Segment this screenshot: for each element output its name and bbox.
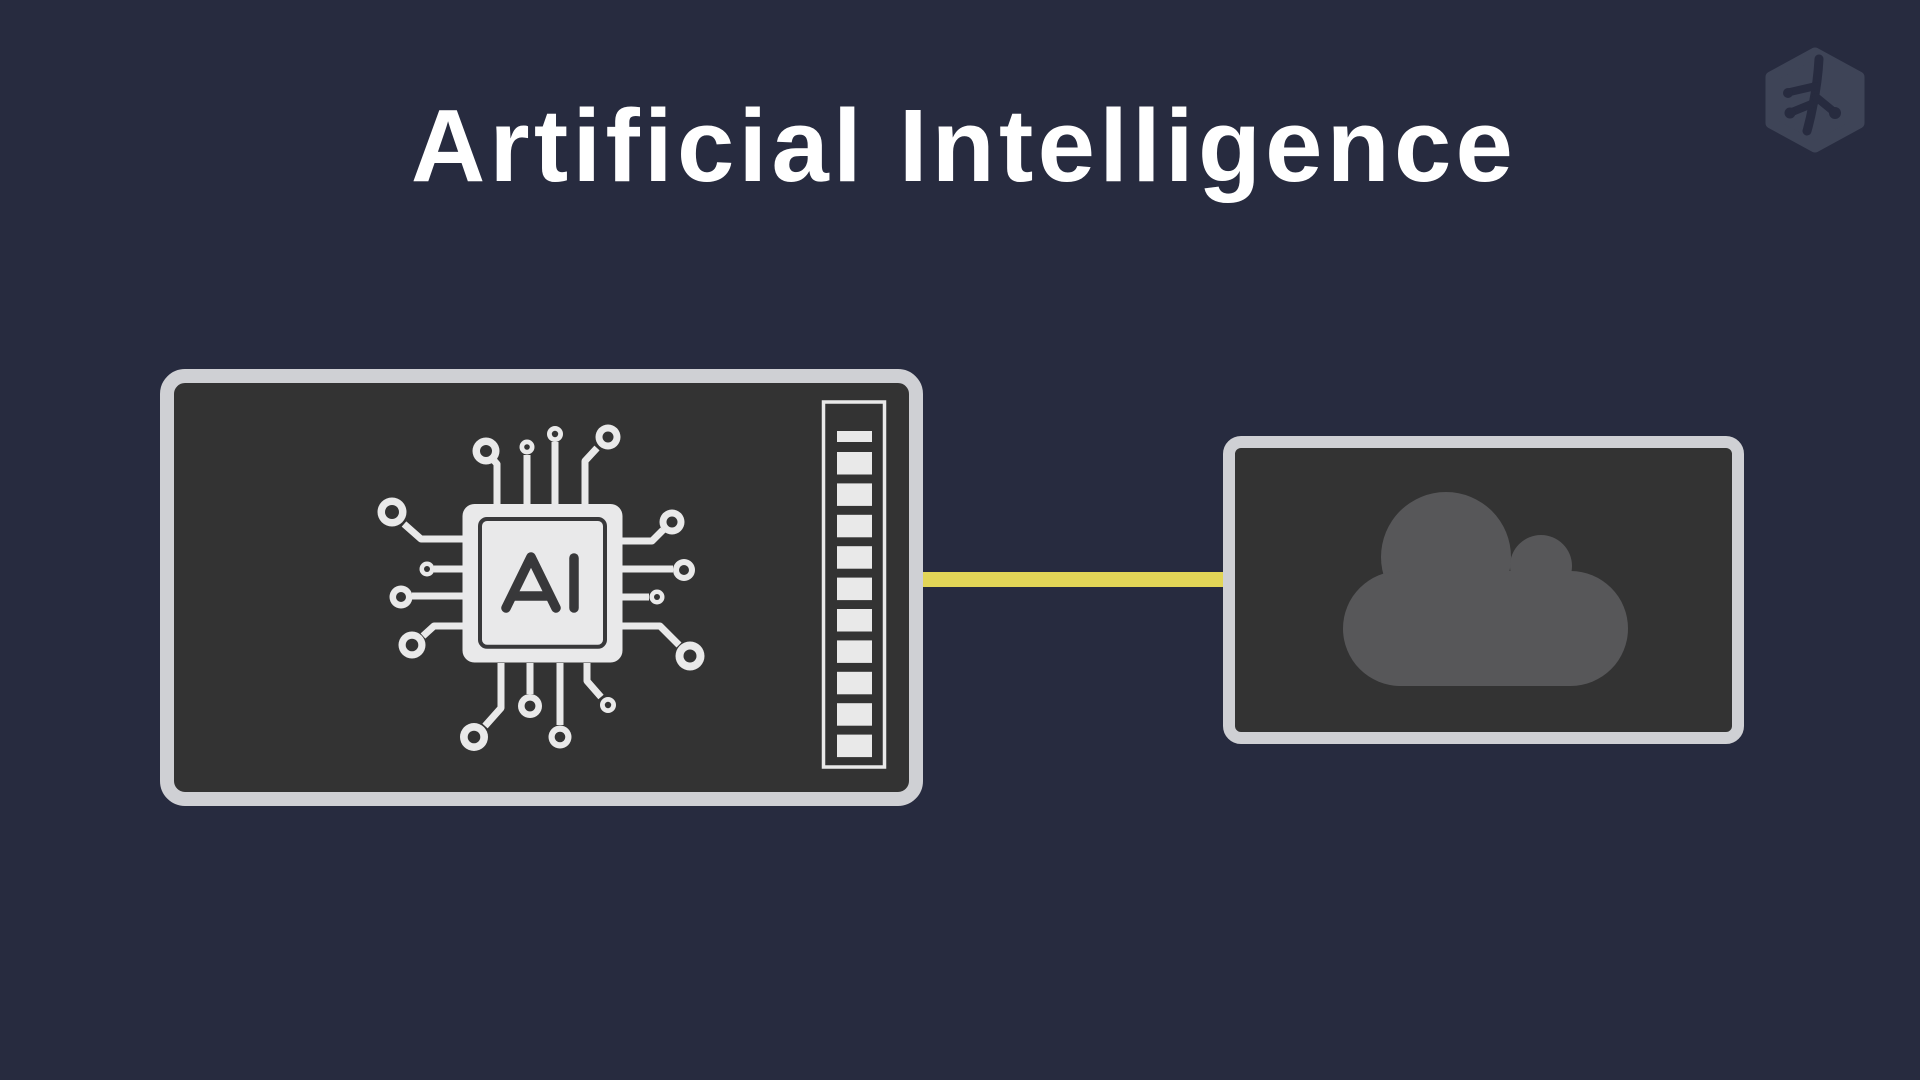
svg-text:Artificial Intelligence: Artificial Intelligence [411,88,1517,203]
